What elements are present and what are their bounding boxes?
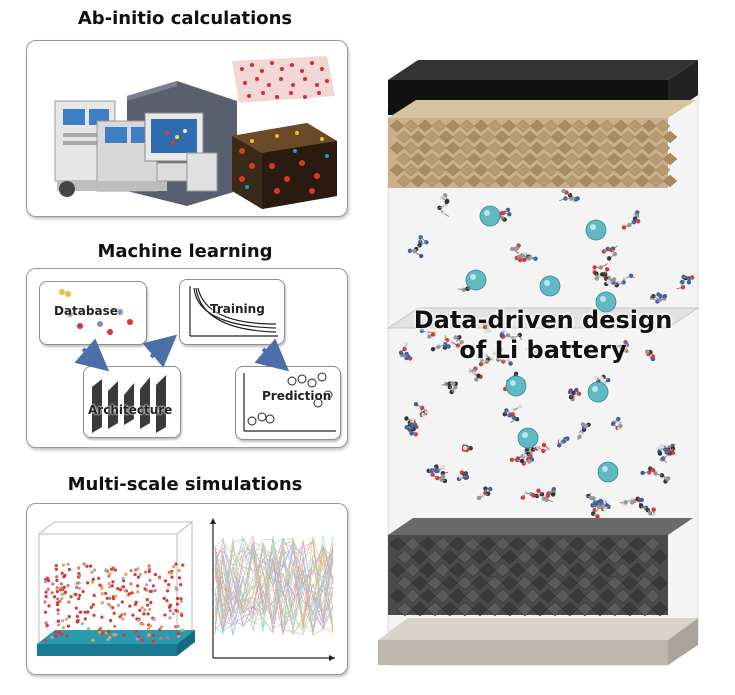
battery-caption: Data-driven design of Li battery [398, 305, 688, 365]
multiscale-panel [26, 503, 348, 675]
architecture-label: Architecture [88, 403, 173, 417]
multiscale-title: Multi-scale simulations [67, 474, 303, 495]
network-architecture-icon [92, 375, 166, 433]
prediction-box: Prediction [235, 366, 341, 440]
database-label: Database [54, 304, 118, 318]
ml-panel: Database Training Architecture [26, 268, 348, 448]
ml-title: Machine learning [97, 241, 273, 262]
crystal-structure-dark [232, 123, 337, 209]
training-label: Training [210, 302, 265, 316]
database-box: Database [39, 281, 147, 345]
battery-illustration: Data-driven design of Li battery [368, 40, 718, 685]
abinitio-panel [26, 40, 348, 217]
supercomputer-illustration [54, 56, 337, 209]
battery-caption-line1: Data-driven design [413, 306, 673, 334]
md-simulation-box [37, 521, 195, 656]
prediction-scatter-icon [243, 372, 336, 432]
prediction-label: Prediction [262, 389, 332, 403]
architecture-box: Architecture [83, 366, 181, 438]
battery-caption-line2: of Li battery [459, 336, 627, 364]
training-box: Training [179, 279, 285, 345]
abinitio-title: Ab-initio calculations [77, 8, 293, 29]
crystal-structure-red [232, 56, 335, 103]
trajectory-plot [210, 518, 335, 661]
